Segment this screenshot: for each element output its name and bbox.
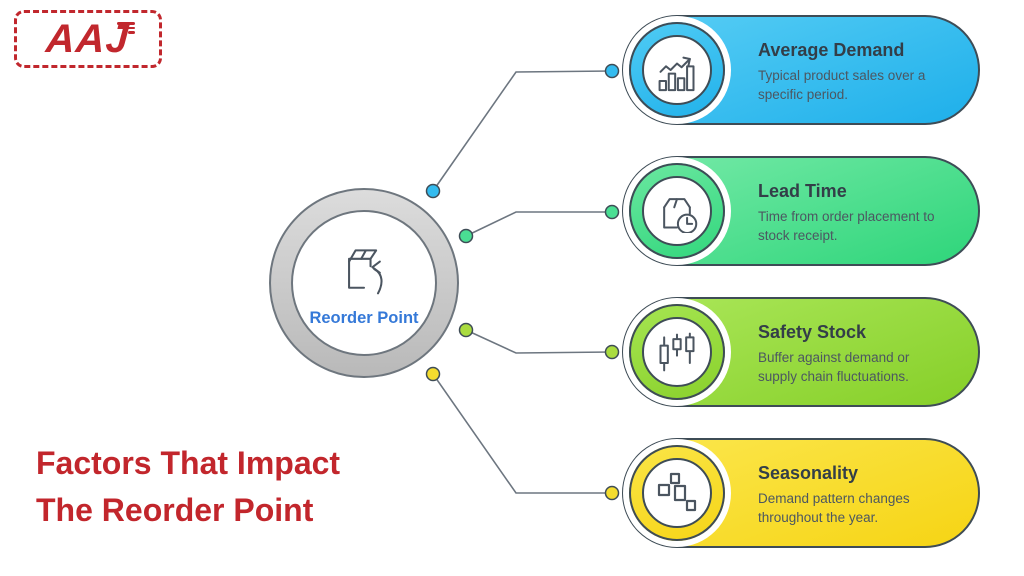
bar-chart-trend-icon xyxy=(658,56,695,92)
logo-speed-lines-icon xyxy=(117,22,135,34)
factor-title: Average Demand xyxy=(758,39,905,60)
factor-icon-circle xyxy=(642,35,712,105)
factor-icon-disc xyxy=(629,445,725,541)
factor-title: Safety Stock xyxy=(758,321,867,342)
dot-hub-lime xyxy=(458,322,474,338)
page-title: Factors That Impact The Reorder Point xyxy=(36,445,341,529)
factor-description: Buffer against demand or supply chain fl… xyxy=(758,349,910,384)
candlestick-chart-icon xyxy=(659,332,695,372)
dot-hub-yellow xyxy=(425,366,441,382)
factor-text-block: Safety Stock Buffer against demand or su… xyxy=(758,322,972,386)
factor-title: Seasonality xyxy=(758,462,859,483)
connector-safety-stock xyxy=(465,329,613,354)
factor-description: Time from order placement to stock recei… xyxy=(758,208,935,243)
factor-card-safety-stock: Safety Stock Buffer against demand or su… xyxy=(622,297,980,407)
factor-icon-circle xyxy=(642,317,712,387)
factor-icon-disc xyxy=(629,163,725,259)
reorder-point-hub-inner: Reorder Point xyxy=(291,210,437,356)
dot-card-yellow xyxy=(604,485,620,501)
factor-icon-circle xyxy=(642,458,712,528)
factor-title: Lead Time xyxy=(758,180,847,201)
connector-lead-time xyxy=(465,211,612,237)
factor-icon-circle xyxy=(642,176,712,246)
factor-card-lead-time: Lead Time Time from order placement to s… xyxy=(622,156,980,266)
factor-text-block: Lead Time Time from order placement to s… xyxy=(758,181,972,245)
connector-seasonality xyxy=(432,373,612,494)
dot-card-green xyxy=(604,204,620,220)
factor-icon-disc xyxy=(629,22,725,118)
dot-hub-blue xyxy=(425,183,441,199)
factor-text-block: Average Demand Typical product sales ove… xyxy=(758,40,972,104)
factor-text-block: Seasonality Demand pattern changes throu… xyxy=(758,463,972,527)
dot-card-lime xyxy=(604,344,620,360)
reorder-point-hub: Reorder Point xyxy=(269,188,459,378)
scatter-squares-icon xyxy=(657,472,697,512)
dot-hub-green xyxy=(458,228,474,244)
factor-icon-disc xyxy=(629,304,725,400)
hub-label: Reorder Point xyxy=(309,308,419,327)
factor-description: Typical product sales over a specific pe… xyxy=(758,67,926,102)
factor-card-seasonality: Seasonality Demand pattern changes throu… xyxy=(622,438,980,548)
factor-card-average-demand: Average Demand Typical product sales ove… xyxy=(622,15,980,125)
package-return-icon xyxy=(348,248,383,294)
connector-average-demand xyxy=(432,70,613,192)
aaj-logo: AAJ xyxy=(14,10,162,68)
factor-description: Demand pattern changes throughout the ye… xyxy=(758,490,910,525)
box-clock-icon xyxy=(663,198,698,233)
dot-card-blue xyxy=(604,63,620,79)
